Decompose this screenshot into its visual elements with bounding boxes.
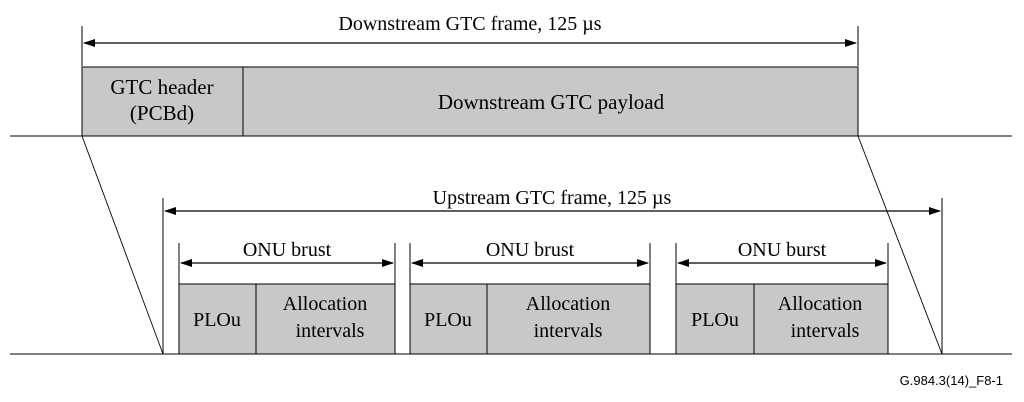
burst-3-allocation-line1: Allocation	[778, 293, 862, 315]
downstream-section: Downstream GTC frame, 125 µs GTC header …	[10, 13, 1012, 137]
gtc-header-label-line2: (PCBd)	[130, 101, 194, 125]
gtc-header-label-line1: GTC header	[110, 75, 213, 99]
burst-2-allocation-line2: intervals	[534, 320, 603, 342]
downstream-payload-label: Downstream GTC payload	[438, 90, 665, 114]
burst-2-allocation-box	[486, 283, 651, 355]
burst-3-allocation-box	[753, 283, 889, 355]
burst-2-label: ONU brust	[486, 239, 575, 261]
onu-burst-3: ONU burst PLOu Allocation intervals	[675, 239, 889, 355]
burst-2-plou-box	[409, 283, 488, 355]
downstream-frame-label: Downstream GTC frame, 125 µs	[338, 13, 601, 35]
burst-1-plou-box	[178, 283, 257, 355]
burst-1-label: ONU brust	[243, 239, 332, 261]
upstream-section: Upstream GTC frame, 125 µs ONU brust PLO…	[10, 187, 1012, 355]
gtc-header-box	[81, 66, 244, 137]
projection-line-right	[857, 135, 943, 355]
upstream-frame-label: Upstream GTC frame, 125 µs	[433, 187, 672, 209]
burst-3-plou-box	[675, 283, 755, 355]
downstream-payload-box	[242, 66, 859, 137]
burst-1-allocation-box	[255, 283, 396, 355]
projection-line-left	[81, 135, 164, 355]
burst-3-plou-label: PLOu	[691, 309, 739, 331]
onu-burst-1: ONU brust PLOu Allocation intervals	[178, 239, 396, 355]
figure-id: G.984.3(14)_F8-1	[900, 373, 1003, 388]
burst-2-allocation-line1: Allocation	[526, 293, 610, 315]
onu-burst-2: ONU brust PLOu Allocation intervals	[409, 239, 651, 355]
burst-1-allocation-line1: Allocation	[283, 293, 367, 315]
burst-1-plou-label: PLOu	[193, 309, 241, 331]
burst-3-allocation-line2: intervals	[791, 320, 860, 342]
burst-1-allocation-line2: intervals	[296, 320, 365, 342]
burst-3-label: ONU burst	[738, 239, 827, 261]
burst-2-plou-label: PLOu	[424, 309, 472, 331]
